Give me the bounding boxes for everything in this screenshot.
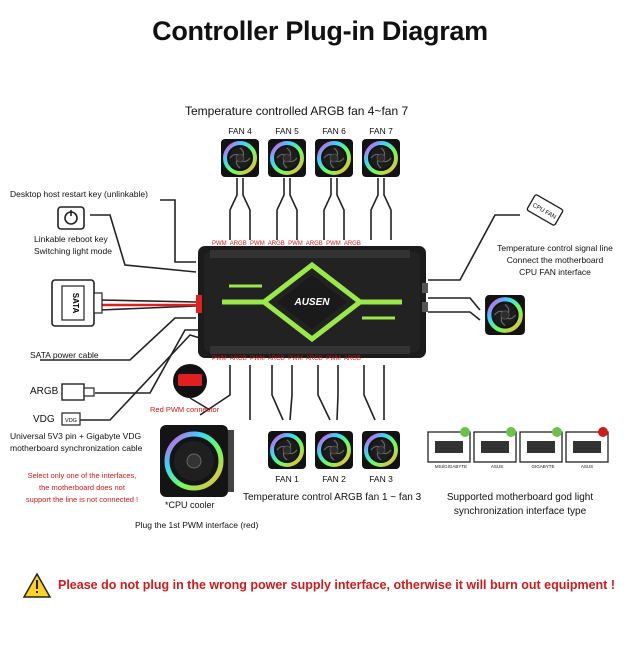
supported-label-1: Supported motherboard god light: [446, 492, 594, 503]
port-label: ARGB: [305, 241, 323, 247]
red-pwm-connector-icon: [173, 364, 211, 411]
port-label: ARGB: [343, 241, 361, 247]
reboot-key-label-1: Linkable reboot key: [34, 234, 108, 244]
port-label: PWM: [212, 356, 227, 362]
diagram-title: Controller Plug-in Diagram: [152, 16, 488, 46]
port-label: ARGB: [343, 356, 361, 362]
bottom-fan-wires: [199, 365, 385, 421]
vdg-plug-icon: [61, 412, 81, 426]
board-connector-3: [519, 427, 563, 463]
left-wires: [40, 199, 201, 421]
argb-label: ARGB: [30, 386, 59, 397]
board-label: MSI/GIGABYTE: [434, 464, 468, 469]
signal-line-label-2: Connect the motherboard: [506, 255, 604, 265]
port-label: ARGB: [229, 356, 247, 362]
universal-label-2: motherboard synchronization cable: [10, 443, 143, 453]
fan6-icon: [313, 137, 355, 179]
cpu-cooler-label: *CPU cooler: [165, 500, 215, 510]
cpu-cooler-icon: [160, 425, 234, 497]
board-connector-2: [473, 427, 517, 463]
board-label: GIGABYTE: [531, 464, 555, 469]
fan2-icon: [313, 429, 355, 471]
port-label: PWM: [288, 356, 303, 362]
brand-label: AUSEN: [293, 297, 330, 308]
right-fan-icon: [485, 295, 525, 335]
restart-key-label: Desktop host restart key (unlinkable): [10, 189, 148, 199]
port-label: PWM: [250, 241, 265, 247]
signal-line-label-1: Temperature control signal line: [497, 243, 613, 253]
controller-hub: [196, 246, 428, 358]
notice-line-3: support the line is not connected !: [25, 495, 139, 504]
right-wires: [428, 214, 520, 321]
notice-line-2: the motherboard does not: [39, 483, 125, 492]
cpu-fan-header-icon: [526, 194, 564, 226]
board-connector-1: [427, 427, 471, 463]
top-fans-header: Temperature controlled ARGB fan 4~fan 7: [185, 104, 409, 118]
fan7-label: FAN 7: [369, 126, 393, 136]
board-label: ASUS: [490, 464, 504, 469]
vdg-label: VDG: [33, 414, 55, 425]
warning-text: Please do not plug in the wrong power su…: [58, 578, 615, 592]
port-label: PWM: [326, 241, 341, 247]
argb-plug-icon: [61, 383, 95, 401]
fan6-label: FAN 6: [322, 126, 346, 136]
fan3-icon: [360, 429, 402, 471]
fan7-icon: [360, 137, 402, 179]
fan5-label: FAN 5: [275, 126, 299, 136]
port-label: ARGB: [267, 356, 285, 362]
warning-icon: [22, 572, 52, 598]
plug-first-pwm-label: Plug the 1st PWM interface (red): [135, 520, 259, 530]
fan4-icon: [219, 137, 261, 179]
port-label: ARGB: [229, 241, 247, 247]
fan1-icon: [266, 429, 308, 471]
sata-cable-label: SATA power cable: [30, 350, 99, 360]
red-pwm-label: Red PWM connector: [150, 405, 220, 414]
fan5-icon: [266, 137, 308, 179]
supported-label-2: synchronization interface type: [453, 506, 587, 517]
board-labels: MSI/GIGABYTE ASUS GIGABYTE ASUS: [428, 464, 608, 469]
sata-plug-icon: [51, 279, 103, 327]
fan3-label: FAN 3: [369, 474, 393, 484]
restart-key-icon: [57, 206, 85, 230]
vdg-plug-label: VDG: [65, 418, 77, 424]
signal-line-label-3: CPU FAN interface: [519, 267, 591, 277]
port-label: ARGB: [267, 241, 285, 247]
fan2-label: FAN 2: [322, 474, 346, 484]
reboot-key-label-2: Switching light mode: [34, 246, 112, 256]
board-connector-types: [427, 427, 609, 463]
fan4-label: FAN 4: [228, 126, 252, 136]
bottom-fans-caption: Temperature control ARGB fan 1 ~ fan 3: [243, 492, 422, 503]
sata-plug-label: SATA: [71, 293, 80, 314]
fan1-label: FAN 1: [275, 474, 299, 484]
port-label: PWM: [288, 241, 303, 247]
board-connector-4: [565, 427, 609, 463]
universal-label-1: Universal 5V3 pin + Gigabyte VDG: [10, 431, 142, 441]
bottom-port-labels: PWM ARGB PWM ARGB PWM ARGB PWM ARGB: [212, 356, 361, 362]
top-fan-wires: [229, 178, 392, 240]
notice-line-1: Select only one of the interfaces,: [27, 471, 137, 480]
board-label: ASUS: [580, 464, 594, 469]
port-label: PWM: [326, 356, 341, 362]
port-label: ARGB: [305, 356, 323, 362]
top-port-labels: PWM ARGB PWM ARGB PWM ARGB PWM ARGB: [212, 241, 361, 247]
port-label: PWM: [212, 241, 227, 247]
port-label: PWM: [250, 356, 265, 362]
